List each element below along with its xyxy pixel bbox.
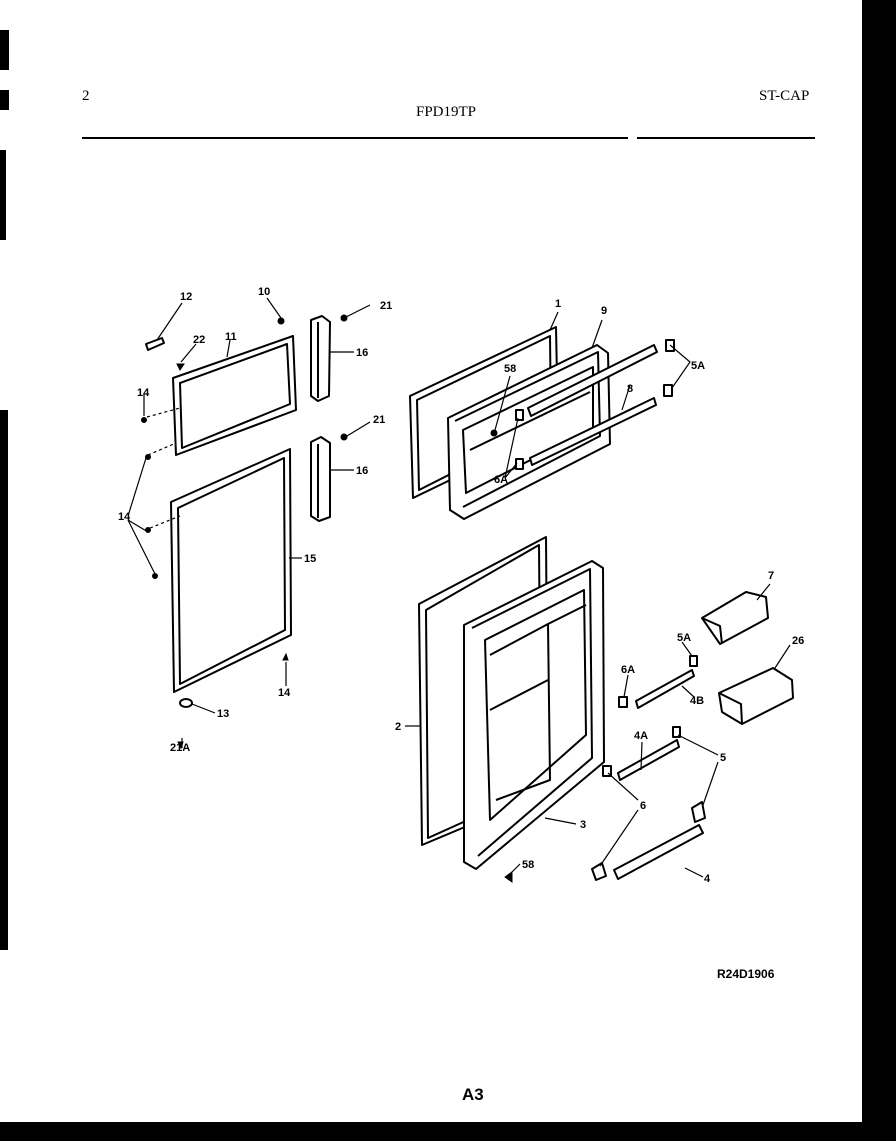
part-5A-clip xyxy=(663,384,673,397)
part-16-door-stop-bottom xyxy=(310,436,331,522)
callout-14: 14 xyxy=(278,687,291,699)
part-8-shelf-rail-top xyxy=(527,344,658,417)
header-rule xyxy=(637,137,815,139)
part-3-fresh-food-liner xyxy=(463,560,605,870)
part-14-screw xyxy=(282,652,289,661)
part-4A-shelf-bar xyxy=(617,739,680,781)
part-6-end-cap xyxy=(602,765,612,777)
callout-14: 14 xyxy=(137,387,150,399)
callout-14: 14 xyxy=(118,511,131,523)
part-7-dairy-door xyxy=(701,591,769,645)
callout-6: 6 xyxy=(640,800,646,812)
part-6A-clip xyxy=(515,409,524,421)
callout-21: 21 xyxy=(373,414,385,426)
callout-2: 2 xyxy=(395,721,401,733)
callout-21: 21 xyxy=(380,300,392,312)
page-code: A3 xyxy=(462,1085,484,1104)
part-21-screw-top xyxy=(340,314,348,322)
page-number: 2 xyxy=(82,88,90,104)
scan-artifact xyxy=(0,30,9,70)
callout-16: 16 xyxy=(356,347,368,359)
callout-3: 3 xyxy=(580,819,586,831)
part-5-end-cap xyxy=(691,801,706,823)
scan-artifact xyxy=(0,90,9,110)
scan-artifact xyxy=(0,150,6,240)
part-16-door-stop-top xyxy=(310,315,331,402)
part-14-screw xyxy=(141,417,147,423)
part-58-screw xyxy=(490,429,498,437)
callout-9: 9 xyxy=(601,305,607,317)
callout-4B: 4B xyxy=(690,695,704,707)
callout-16: 16 xyxy=(356,465,368,477)
part-8-shelf-rail-bottom xyxy=(529,397,657,466)
part-13-hinge-bushing xyxy=(179,698,193,708)
callout-6A: 6A xyxy=(621,664,635,676)
part-5-end-cap xyxy=(672,726,681,738)
part-6A-clip xyxy=(515,458,524,470)
callout-58: 58 xyxy=(522,859,534,871)
callout-11: 11 xyxy=(225,331,237,343)
part-5A-end-cap xyxy=(689,655,698,667)
callout-5: 5 xyxy=(720,752,726,764)
part-14-screw xyxy=(152,573,158,579)
part-58-screw xyxy=(504,871,513,883)
model-number: FPD19TP xyxy=(416,104,477,120)
part-22-screw xyxy=(176,363,185,371)
callout-1: 1 xyxy=(555,298,561,310)
reference-code: R24D1906 xyxy=(717,967,775,981)
callout-22: 22 xyxy=(193,334,205,346)
section-code: ST-CAP xyxy=(759,88,810,104)
parts-sheet xyxy=(0,0,862,1122)
callout-12: 12 xyxy=(180,291,192,303)
callout-6A: 6A xyxy=(494,474,508,486)
part-10-screw xyxy=(277,317,285,325)
callout-7: 7 xyxy=(768,570,774,582)
leader-lines xyxy=(127,297,791,878)
callout-10: 10 xyxy=(258,286,270,298)
callout-13: 13 xyxy=(217,708,229,720)
callout-15: 15 xyxy=(304,553,316,565)
callout-4: 4 xyxy=(704,873,711,885)
part-4-shelf-bar xyxy=(613,824,704,880)
exploded-parts-diagram: 12 10 21 22 11 16 14 21 16 14 15 14 13 2… xyxy=(118,286,804,885)
callout-5A: 5A xyxy=(677,632,691,644)
part-4B-shelf-bar xyxy=(635,669,695,709)
callout-21A: 21A xyxy=(170,742,190,754)
callout-26: 26 xyxy=(792,635,804,647)
part-21-screw-bottom xyxy=(340,433,348,441)
part-15-lower-gasket xyxy=(170,448,292,693)
callout-8: 8 xyxy=(627,383,633,395)
callout-4A: 4A xyxy=(634,730,648,742)
header-rule xyxy=(82,137,628,139)
scan-border xyxy=(862,0,896,1141)
callout-5A: 5A xyxy=(691,360,705,372)
part-6-end-cap xyxy=(591,862,607,881)
part-6A-end-cap xyxy=(618,696,628,708)
part-12-handle-trim xyxy=(145,337,165,351)
callout-58: 58 xyxy=(504,363,516,375)
part-26-door-bin xyxy=(718,667,794,725)
scan-artifact xyxy=(0,410,8,950)
part-11-top-gasket xyxy=(172,335,297,456)
